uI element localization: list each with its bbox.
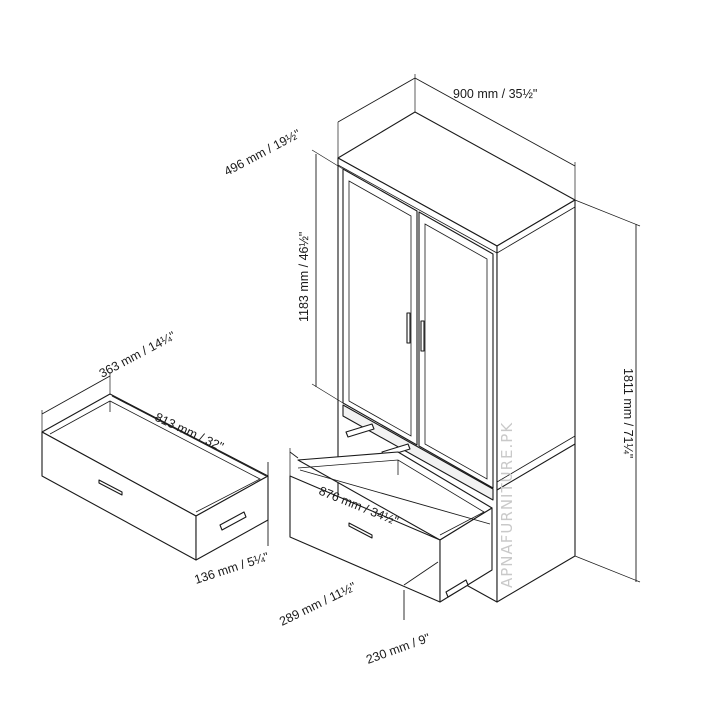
dim-width-total [414, 77, 576, 167]
drawer-right-inner [297, 459, 485, 536]
left-door-panel [348, 180, 412, 437]
top-rim [337, 164, 576, 254]
watermark: APNAFURNITURE.PK [498, 422, 516, 588]
right-door [418, 211, 494, 489]
drawer-left-inner [49, 400, 261, 513]
drawer-right-side [439, 507, 493, 603]
drawer-right-handle [348, 522, 373, 539]
right-door-handle [420, 320, 425, 352]
label-drawer-left-depth: 363 mm / 14¼" [97, 329, 178, 381]
left-door-handle [406, 312, 411, 344]
dim-drawer-right-depth-top [289, 451, 299, 459]
dim-drawer-left-width [111, 395, 267, 477]
right-door-panel [424, 223, 488, 480]
runner-left [345, 423, 375, 438]
label-drawer-right-height: 230 mm / 9" [364, 631, 432, 667]
section-seam [496, 443, 576, 491]
label-height-total: 1811 mm / 71¼" [621, 368, 635, 458]
drawer-left-handle [98, 479, 123, 496]
label-depth-total: 496 mm / 19½" [222, 127, 303, 179]
wardrobe-doors [342, 168, 494, 489]
left-door [342, 168, 418, 446]
dim-drawer-right-width [299, 469, 491, 525]
drawer-right-runner [445, 579, 469, 598]
label-drawer-right-depth: 289 mm / 11½" [277, 580, 358, 629]
label-height-upper: 1183 mm / 46½" [297, 232, 311, 322]
dimension-lines [41, 74, 641, 620]
drawer-left [41, 393, 269, 561]
dim-drawer-right-depth [403, 561, 439, 586]
drawer-opening [342, 404, 494, 501]
dim-depth-total [337, 77, 416, 123]
drawer-left-runner [219, 511, 247, 531]
dim-drawer-left-depth [41, 375, 111, 415]
cabinet-drawer-opening [342, 404, 494, 501]
label-width-total: 900 mm / 35½" [453, 87, 537, 101]
section-seam-2 [496, 435, 576, 483]
